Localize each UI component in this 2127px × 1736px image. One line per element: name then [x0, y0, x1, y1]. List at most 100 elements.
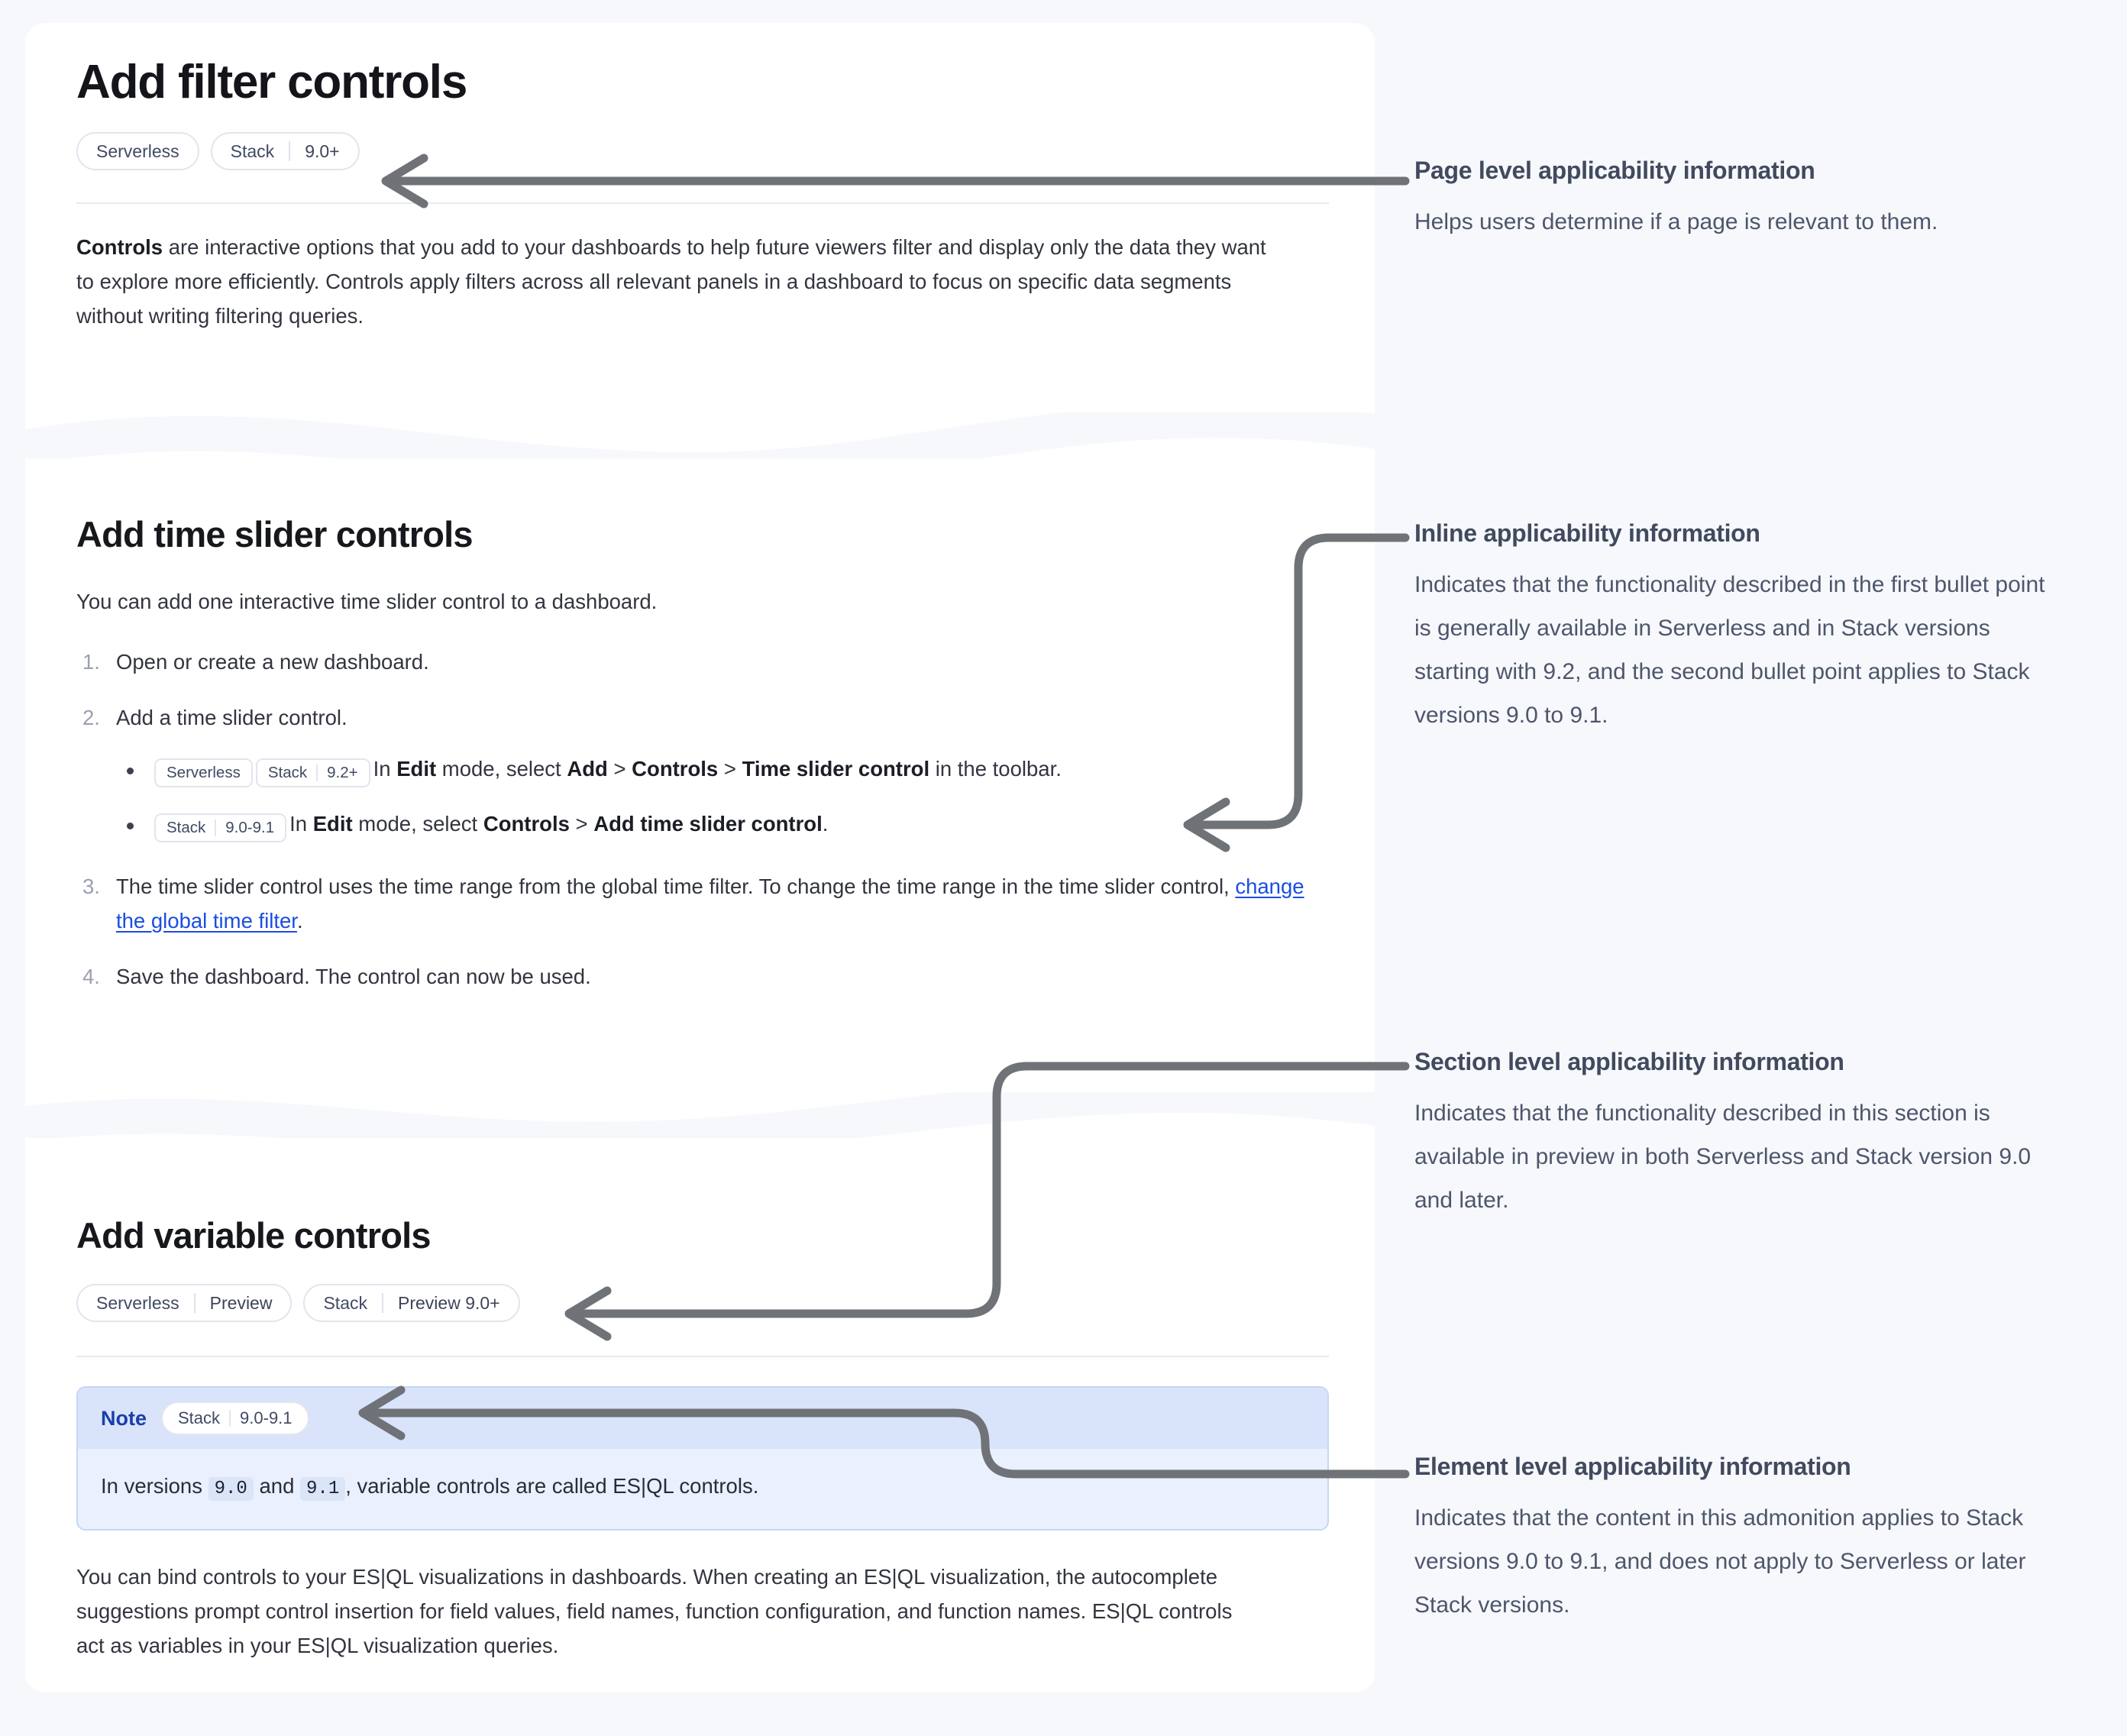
note-label: Note [101, 1406, 147, 1430]
annotation-title: Page level applicability information [1414, 157, 1815, 184]
page-applicability-badges: Serverless Stack 9.0+ [76, 132, 1329, 170]
step-text: Add a time slider control. [116, 706, 347, 729]
annotation-section-level: Section level applicability information … [1414, 1048, 2056, 1222]
time-slider-sub-bullets: Serverless Stack 9.2+ In Edit mode, sele… [116, 752, 1329, 846]
step-number: 4. [82, 965, 100, 988]
badge-name: Serverless [166, 763, 241, 781]
annotation-body: Indicates that the functionality describ… [1414, 1101, 2032, 1213]
text-part-bold: Edit [396, 757, 437, 781]
sub-bullet-text: In Edit mode, select Controls > Add time… [289, 812, 828, 836]
text-part-bold: Add time slider control [593, 812, 823, 836]
note-applicability-badge-stack[interactable]: Stack 9.0-9.1 [161, 1401, 309, 1435]
step-text: Save the dashboard. The control can now … [116, 965, 591, 988]
badge-name: Stack [323, 1292, 367, 1313]
text-part: > [569, 812, 594, 836]
step-text-part: The time slider control uses the time ra… [116, 874, 1236, 898]
intro-paragraph: Controls are interactive options that yo… [76, 230, 1279, 333]
section-divider [76, 1356, 1329, 1357]
badge-name: Stack [166, 818, 206, 836]
step-item: 1. Open or create a new dashboard. [76, 645, 1329, 679]
code-span-version-90: 9.0 [208, 1477, 254, 1501]
code-span-version-91: 9.1 [300, 1477, 346, 1501]
intro-rest: are interactive options that you add to … [76, 235, 1266, 328]
inline-badge-stack[interactable]: Stack 9.2+ [255, 758, 370, 787]
badge-divider [193, 1293, 196, 1313]
text-part-bold: Edit [312, 812, 353, 836]
text-part: mode, select [352, 812, 483, 836]
badge-divider [229, 1410, 231, 1427]
badge-name: Stack [267, 763, 308, 781]
sub-bullet-text: In Edit mode, select Add > Controls > Ti… [373, 757, 1062, 781]
inline-badge-stack[interactable]: Stack 9.0-9.1 [154, 813, 287, 842]
badge-version: 9.0+ [305, 141, 340, 161]
badge-version: 9.0-9.1 [240, 1408, 293, 1427]
step-item: 4. Save the dashboard. The control can n… [76, 959, 1329, 994]
step-text-tail: . [296, 909, 303, 933]
text-part-bold: Add [567, 757, 608, 781]
intro-lead-term: Controls [76, 235, 163, 259]
badge-name: Serverless [96, 1292, 179, 1313]
sub-bullet-item: Stack 9.0-9.1 In Edit mode, select Contr… [116, 807, 1329, 846]
page-title: Add filter controls [76, 56, 467, 108]
annotation-body: Indicates that the content in this admon… [1414, 1505, 2026, 1618]
badge-version: 9.0-9.1 [225, 818, 275, 836]
text-part: > [607, 757, 632, 781]
text-part-bold: Time slider control [742, 757, 930, 781]
sub-bullet-item: Serverless Stack 9.2+ In Edit mode, sele… [116, 752, 1329, 791]
page-header-block: Add filter controls Serverless Stack 9.0… [76, 55, 1329, 333]
annotation-element-level: Element level applicability information … [1414, 1453, 2056, 1627]
annotation-body: Indicates that the functionality describ… [1414, 572, 2045, 728]
time-slider-intro: You can add one interactive time slider … [76, 590, 658, 613]
badge-name: Stack [230, 141, 275, 161]
step-number: 1. [82, 650, 100, 674]
badge-name: Stack [178, 1408, 221, 1427]
variable-controls-section: Add variable controls Serverless Preview… [76, 1214, 1329, 1663]
annotation-title: Element level applicability information [1414, 1453, 1851, 1480]
text-part-bold: Controls [632, 757, 719, 781]
step-text: Open or create a new dashboard. [116, 650, 429, 674]
step-item: 2. Add a time slider control. Serverless… [76, 700, 1329, 846]
section-heading-time-slider: Add time slider controls [76, 514, 474, 554]
note-text-part: and [253, 1474, 301, 1498]
text-part: in the toolbar. [929, 757, 1062, 781]
text-part: mode, select [436, 757, 567, 781]
time-slider-section: Add time slider controls You can add one… [76, 513, 1329, 1015]
step-number: 2. [82, 706, 100, 729]
step-item: 3. The time slider control uses the time… [76, 869, 1329, 938]
note-header: Note Stack 9.0-9.1 [78, 1388, 1327, 1449]
variable-controls-paragraph: You can bind controls to your ES|QL visu… [76, 1565, 1233, 1657]
annotation-body: Helps users determine if a page is relev… [1414, 209, 1938, 234]
applicability-badge-stack[interactable]: Stack 9.0+ [210, 132, 360, 170]
badge-divider [215, 819, 217, 836]
badge-divider [382, 1293, 383, 1313]
note-text-part: In versions [101, 1474, 208, 1498]
step-text: The time slider control uses the time ra… [116, 874, 1304, 933]
note-text-part: , variable controls are called ES|QL con… [345, 1474, 759, 1498]
annotation-title: Inline applicability information [1414, 519, 1760, 547]
badge-version: 9.2+ [327, 763, 358, 781]
text-part: . [822, 812, 829, 836]
badge-name: Serverless [96, 141, 179, 161]
annotation-inline-level: Inline applicability information Indicat… [1414, 519, 2056, 737]
text-part-bold: Controls [483, 812, 570, 836]
header-divider [76, 202, 1329, 204]
text-part: In [289, 812, 313, 836]
badge-version: Preview [209, 1292, 273, 1313]
badge-divider [316, 764, 318, 781]
note-body: In versions 9.0 and 9.1, variable contro… [78, 1449, 1327, 1529]
time-slider-steps: 1. Open or create a new dashboard. 2. Ad… [76, 645, 1329, 994]
annotation-title: Section level applicability information [1414, 1048, 1844, 1075]
inline-badge-serverless[interactable]: Serverless [154, 758, 253, 787]
text-part: In [373, 757, 397, 781]
annotation-page-level: Page level applicability information Hel… [1414, 157, 2056, 244]
badge-divider [289, 141, 291, 161]
note-admonition: Note Stack 9.0-9.1 In versions 9.0 and 9… [76, 1386, 1329, 1531]
global-time-filter-link[interactable]: change the global time filter [116, 874, 1304, 933]
badge-version: Preview 9.0+ [398, 1292, 500, 1313]
applicability-badge-serverless-preview[interactable]: Serverless Preview [76, 1284, 293, 1322]
section-heading-variable-controls: Add variable controls [76, 1215, 432, 1256]
step-number: 3. [82, 874, 100, 898]
applicability-badge-stack-preview[interactable]: Stack Preview 9.0+ [303, 1284, 520, 1322]
applicability-badge-serverless[interactable]: Serverless [76, 132, 199, 170]
